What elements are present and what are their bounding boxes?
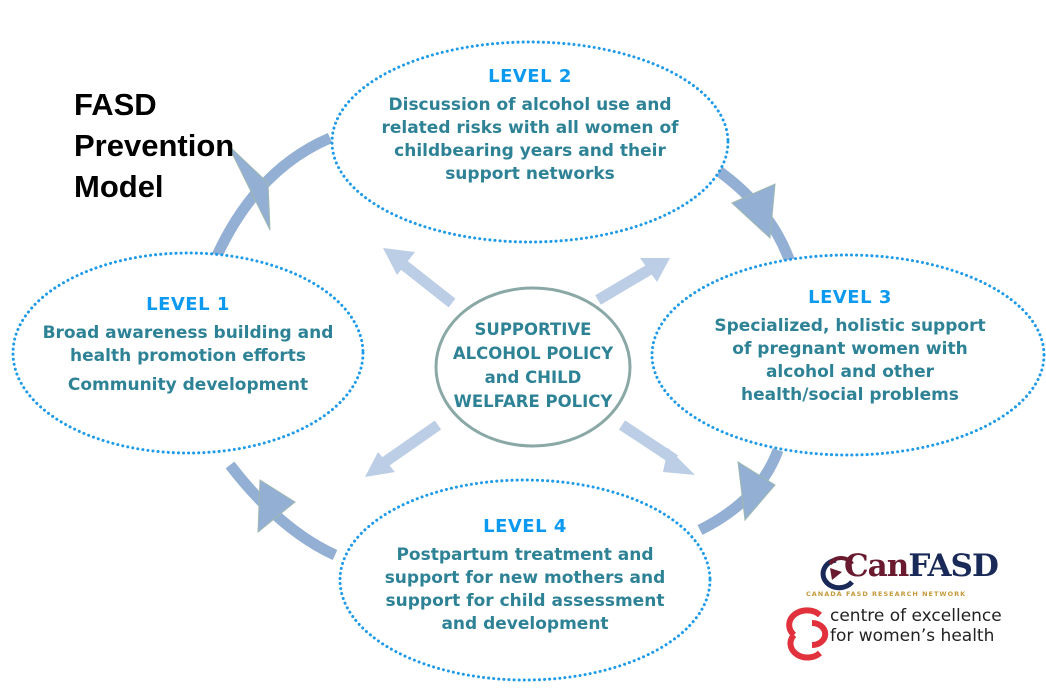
level-4-heading: LEVEL 4 (483, 516, 567, 537)
level-4-text: support for child assessment (385, 591, 665, 611)
level-1-text: health promotion efforts (70, 346, 306, 366)
radial-arrows (365, 248, 695, 477)
cewh-logo-mark-icon (786, 607, 829, 661)
cewh-line-1: centre of excellence (830, 606, 1002, 626)
radial-arrow-sw-icon (365, 420, 442, 477)
center-line: ALCOHOL POLICY (452, 344, 614, 363)
level-4-box: LEVEL 4 Postpartum treatment and support… (360, 515, 690, 636)
level-2-box: LEVEL 2 Discussion of alcohol use and re… (348, 65, 712, 186)
center-line: and CHILD (484, 368, 582, 387)
level-2-text: childbearing years and their (394, 141, 666, 161)
title-line: FASD (74, 87, 157, 122)
arc-level4-to-level1 (225, 461, 338, 561)
level-2-text: Discussion of alcohol use and (388, 95, 672, 115)
cewh-logo: centre of excellence for women’s health (780, 606, 1040, 656)
level-2-text: related risks with all women of (381, 118, 679, 138)
radial-arrow-ne-icon (595, 258, 670, 305)
title-line: Prevention (74, 128, 235, 163)
level-1-text: Broad awareness building and (42, 323, 334, 343)
cewh-wordmark: centre of excellence for women’s health (830, 606, 1002, 646)
diagram-title: FASD Prevention Model (74, 84, 234, 207)
arrowhead-down-left-icon (737, 461, 776, 522)
canfasd-wordmark: CanFASD (844, 548, 999, 584)
ellipse-level-1 (11, 251, 365, 455)
center-line: SUPPORTIVE (474, 320, 592, 339)
cycle-arrowheads (227, 144, 776, 534)
level-2-heading: LEVEL 2 (488, 66, 572, 87)
level-3-box: LEVEL 3 Specialized, holistic support of… (680, 286, 1020, 407)
canfasd-subtitle: CANADA FASD RESEARCH NETWORK (806, 590, 967, 598)
level-4-text: Postpartum treatment and (396, 545, 654, 565)
arrowhead-up-left-bottom-icon (257, 479, 296, 534)
level-1-extra: Community development (67, 375, 309, 395)
canfasd-logo-mark-icon (820, 556, 854, 591)
level-3-text: Specialized, holistic support (714, 316, 986, 336)
level-3-text: health/social problems (741, 385, 959, 405)
level-4-text: support for new mothers and (384, 568, 666, 588)
radial-arrow-se-icon (618, 420, 695, 475)
center-line: WELFARE POLICY (453, 392, 613, 411)
level-3-heading: LEVEL 3 (808, 287, 892, 308)
ellipse-level-4 (338, 478, 712, 682)
canfasd-name-fasd: FASD (908, 548, 999, 584)
canfasd-logo: CanFASD CANADA FASD RESEARCH NETWORK (806, 548, 1006, 598)
level-2-text: support networks (445, 164, 615, 184)
ellipse-level-3 (650, 253, 1046, 457)
center-policy-text: SUPPORTIVE ALCOHOL POLICY and CHILD WELF… (438, 318, 628, 414)
level-1-heading: LEVEL 1 (146, 294, 230, 315)
center-policy-ellipse (434, 286, 632, 448)
arrowhead-up-left-icon (227, 144, 271, 231)
level-3-text: alcohol and other (765, 362, 935, 382)
level-3-text: of pregnant women with (732, 339, 968, 359)
ellipse-level-2 (330, 40, 730, 244)
cewh-line-2: for women’s health (830, 626, 995, 646)
level-4-text: and development (441, 614, 609, 634)
level-1-box: LEVEL 1 Broad awareness building and hea… (28, 293, 348, 397)
radial-arrow-nw-icon (383, 248, 456, 308)
title-line: Model (74, 169, 164, 204)
level-ellipses (11, 40, 1046, 682)
arrowhead-down-right-icon (731, 183, 776, 240)
canfasd-name-can: Can (844, 548, 909, 584)
